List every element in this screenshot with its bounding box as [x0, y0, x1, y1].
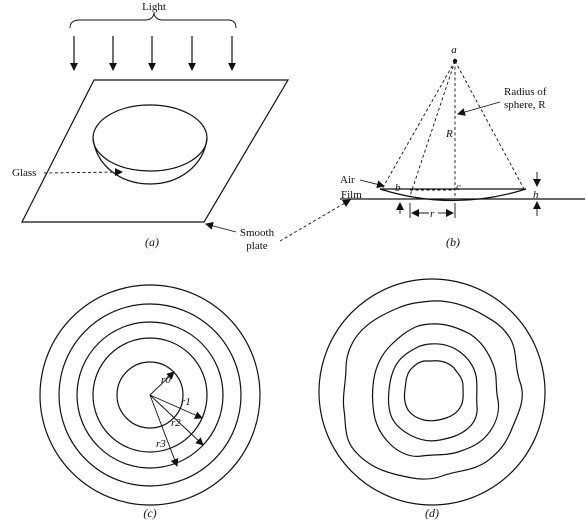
- cone-line-left: [381, 60, 456, 190]
- irregular-fringe: [387, 343, 478, 442]
- light-arrows: [70, 36, 236, 71]
- fringe-ring: [92, 337, 208, 453]
- b-label: b: [395, 182, 401, 194]
- glass-label: Glass: [12, 167, 36, 179]
- air-label: Air: [340, 174, 355, 186]
- r0-label: r0: [161, 374, 171, 386]
- r3-label: r3: [156, 438, 166, 450]
- irregular-fringe: [342, 300, 523, 480]
- radius-leader: [457, 101, 501, 116]
- smooth-plate: [21, 79, 290, 223]
- r2-label: r2: [171, 417, 181, 429]
- smooth-plate-leader-a: [205, 221, 237, 233]
- cone-line-b: [409, 60, 456, 197]
- irregular-fringe: [371, 323, 500, 457]
- fringe-ring: [116, 361, 184, 429]
- panel-b: a Radius of sphere, R R Air Film b c h r…: [340, 44, 585, 249]
- radius-label: Radius of: [504, 86, 547, 98]
- caption-d: (d): [425, 506, 439, 520]
- caption-a: (a): [145, 235, 159, 249]
- fringe-ring: [58, 303, 242, 487]
- panel-c: r0 r1 r2 r3 (c): [39, 284, 261, 520]
- radius-r3-arrow: [149, 394, 179, 467]
- smooth-plate-label-2: plate: [246, 240, 267, 252]
- glass-leader: [43, 168, 123, 177]
- lens-curved-bottom: [379, 188, 527, 202]
- panel-a: Light Glass (a) Smooth plate: [12, 1, 351, 252]
- film-label: Film: [341, 189, 362, 201]
- irregular-fringe: [403, 360, 464, 422]
- radius-r2-arrow: [149, 394, 204, 446]
- outer-boundary-circle: [318, 278, 546, 506]
- air-leader: [359, 179, 385, 189]
- r1-label: r1: [181, 396, 191, 408]
- caption-c: (c): [143, 506, 156, 520]
- fringe-ring: [39, 284, 261, 506]
- radius-r0-arrow: [149, 371, 175, 396]
- light-label: Light: [142, 1, 166, 13]
- R-label: R: [445, 128, 453, 140]
- caption-b: (b): [446, 235, 460, 249]
- light-brace: [69, 12, 237, 29]
- h-label: h: [533, 189, 539, 201]
- glass-lens-bowl: [92, 137, 208, 185]
- smooth-plate-leader-b: [279, 199, 351, 242]
- radius-label-2: sphere, R: [504, 99, 546, 111]
- glass-lens-top: [92, 104, 208, 172]
- c-label: c: [456, 181, 461, 193]
- cone-line-right: [454, 60, 525, 190]
- smooth-plate-label: Smooth: [240, 227, 275, 239]
- fringe-ring: [76, 321, 224, 469]
- point-a-label: a: [451, 44, 457, 56]
- panel-d: (d): [318, 278, 546, 520]
- radius-r1-arrow: [149, 394, 203, 419]
- r-label: r: [430, 208, 435, 220]
